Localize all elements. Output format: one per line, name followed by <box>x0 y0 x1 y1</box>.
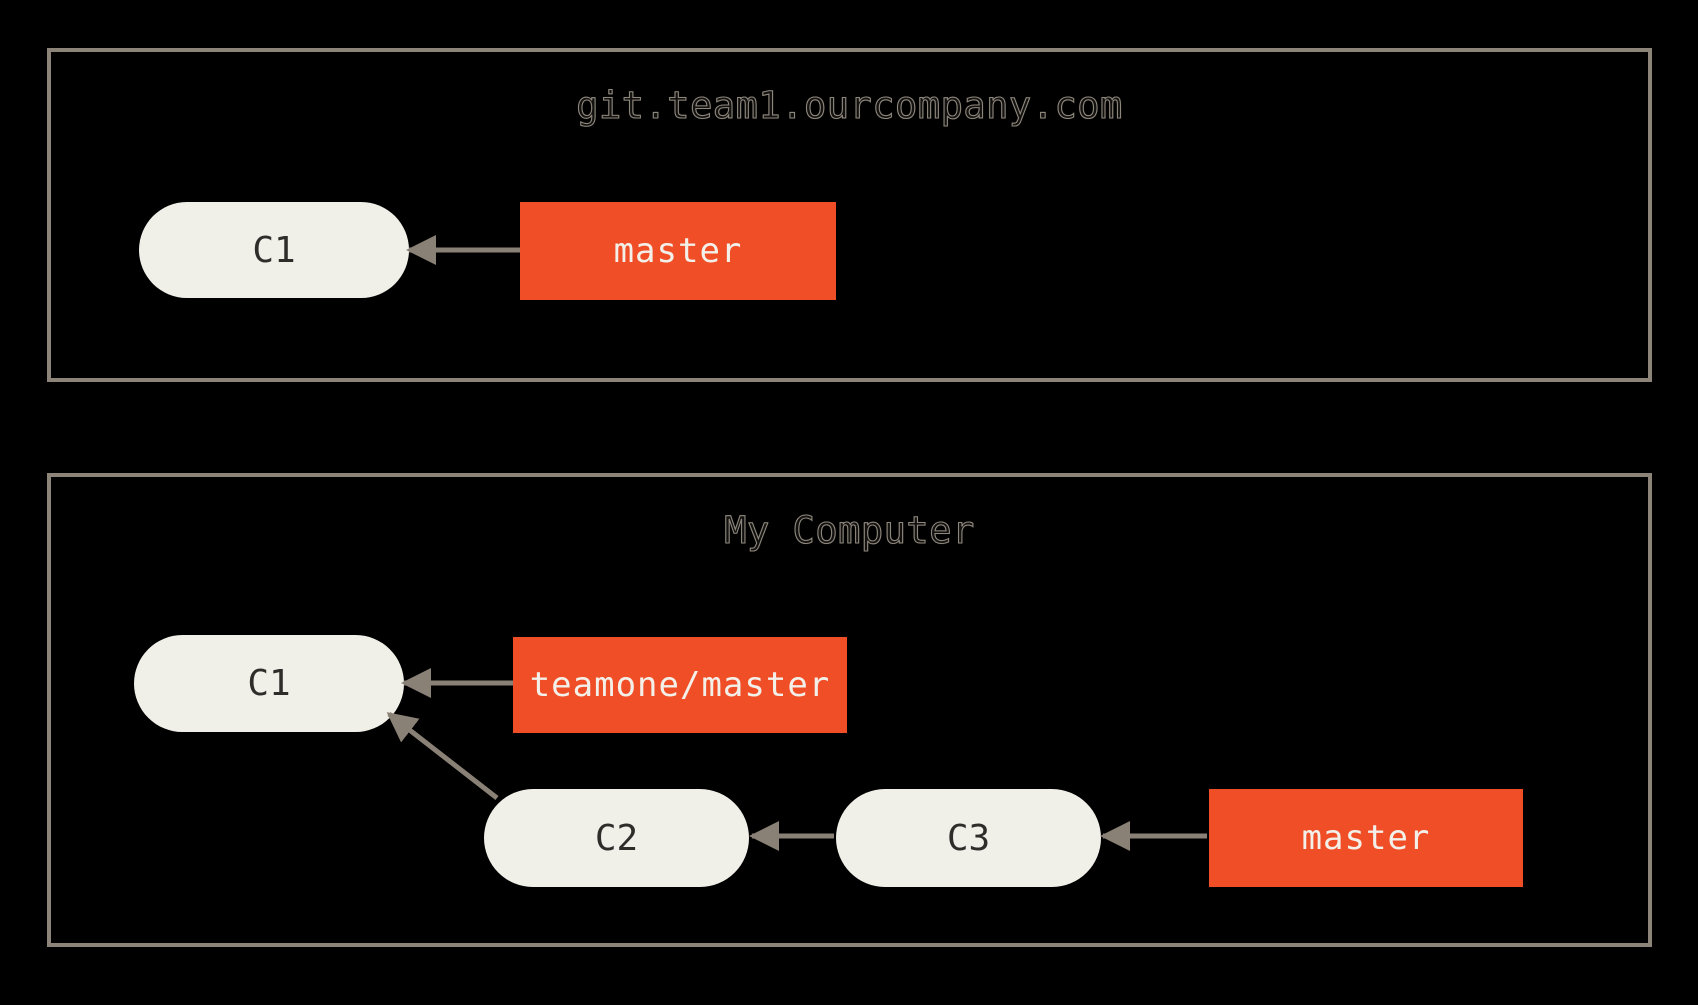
commit-node-c1-local: C1 <box>134 635 404 732</box>
branch-label-teamone-master: teamone/master <box>513 637 847 733</box>
local-repo-panel: My Computer C1 teamone/master C2 C3 mast… <box>47 473 1652 947</box>
remote-repo-panel: git.team1.ourcompany.com C1 master <box>47 48 1652 382</box>
branch-label-master-local: master <box>1209 789 1523 887</box>
commit-node-c2-local: C2 <box>484 789 749 887</box>
commit-node-c3-local: C3 <box>836 789 1101 887</box>
local-panel-title: My Computer <box>724 508 975 552</box>
remote-panel-title: git.team1.ourcompany.com <box>576 83 1123 127</box>
commit-node-c1-remote: C1 <box>139 202 409 298</box>
branch-label-master-remote: master <box>520 202 836 300</box>
